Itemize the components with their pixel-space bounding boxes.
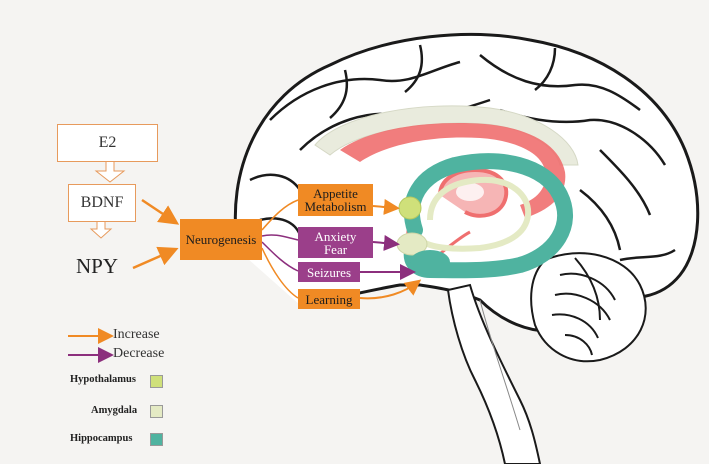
- learning-label: Learning: [305, 291, 353, 307]
- legend-decrease-label: Decrease: [113, 346, 165, 361]
- metabolism-label: Metabolism: [304, 199, 367, 214]
- bdnf-box: BDNF: [68, 184, 136, 222]
- learning-to-hippocampus-arrow: [359, 279, 422, 300]
- legend-hippocampus-label: Hippocampus: [70, 433, 133, 444]
- hippocampus-swatch: [150, 433, 163, 446]
- legend-increase-label: Increase: [113, 327, 160, 342]
- cerebellum: [530, 252, 647, 363]
- learning-box: Learning: [298, 289, 360, 309]
- bdnf-to-npy-arrow: [89, 220, 113, 239]
- anxiety-fear-box: Anxiety Fear: [298, 227, 373, 258]
- e2-box: E2: [57, 124, 158, 162]
- bdnf-label: BDNF: [80, 194, 124, 211]
- fear-label: Fear: [323, 241, 348, 257]
- appetite-to-hypothalamus-arrow: [372, 198, 400, 215]
- amygdala-swatch: [150, 405, 163, 418]
- legend-hypothalamus-label: Hypothalamus: [70, 374, 136, 385]
- bdnf-to-neurogenesis-arrow: [141, 198, 180, 225]
- neurogenesis-box: Neurogenesis: [180, 219, 262, 260]
- legend-amygdala-label: Amygdala: [91, 405, 138, 416]
- hypothalamus-swatch: [150, 375, 163, 388]
- npy-to-neurogenesis-arrow: [132, 246, 179, 270]
- anxiety-label: Anxiety: [314, 228, 357, 244]
- appetite-label: Appetite: [313, 186, 358, 201]
- npy-label: NPY: [76, 254, 119, 278]
- seizures-box: Seizures: [298, 262, 360, 282]
- e2-to-bdnf-arrow: [94, 160, 126, 183]
- amygdala-tract: [418, 176, 532, 252]
- appetite-metabolism-box: Appetite Metabolism: [298, 184, 373, 216]
- fanout-lines: [261, 199, 299, 299]
- cingulate-band: [340, 123, 566, 218]
- seizures-label: Seizures: [306, 264, 352, 280]
- neurogenesis-label: Neurogenesis: [185, 232, 257, 247]
- e2-label: E2: [98, 134, 117, 151]
- anxiety-to-amygdala-arrow: [372, 234, 400, 251]
